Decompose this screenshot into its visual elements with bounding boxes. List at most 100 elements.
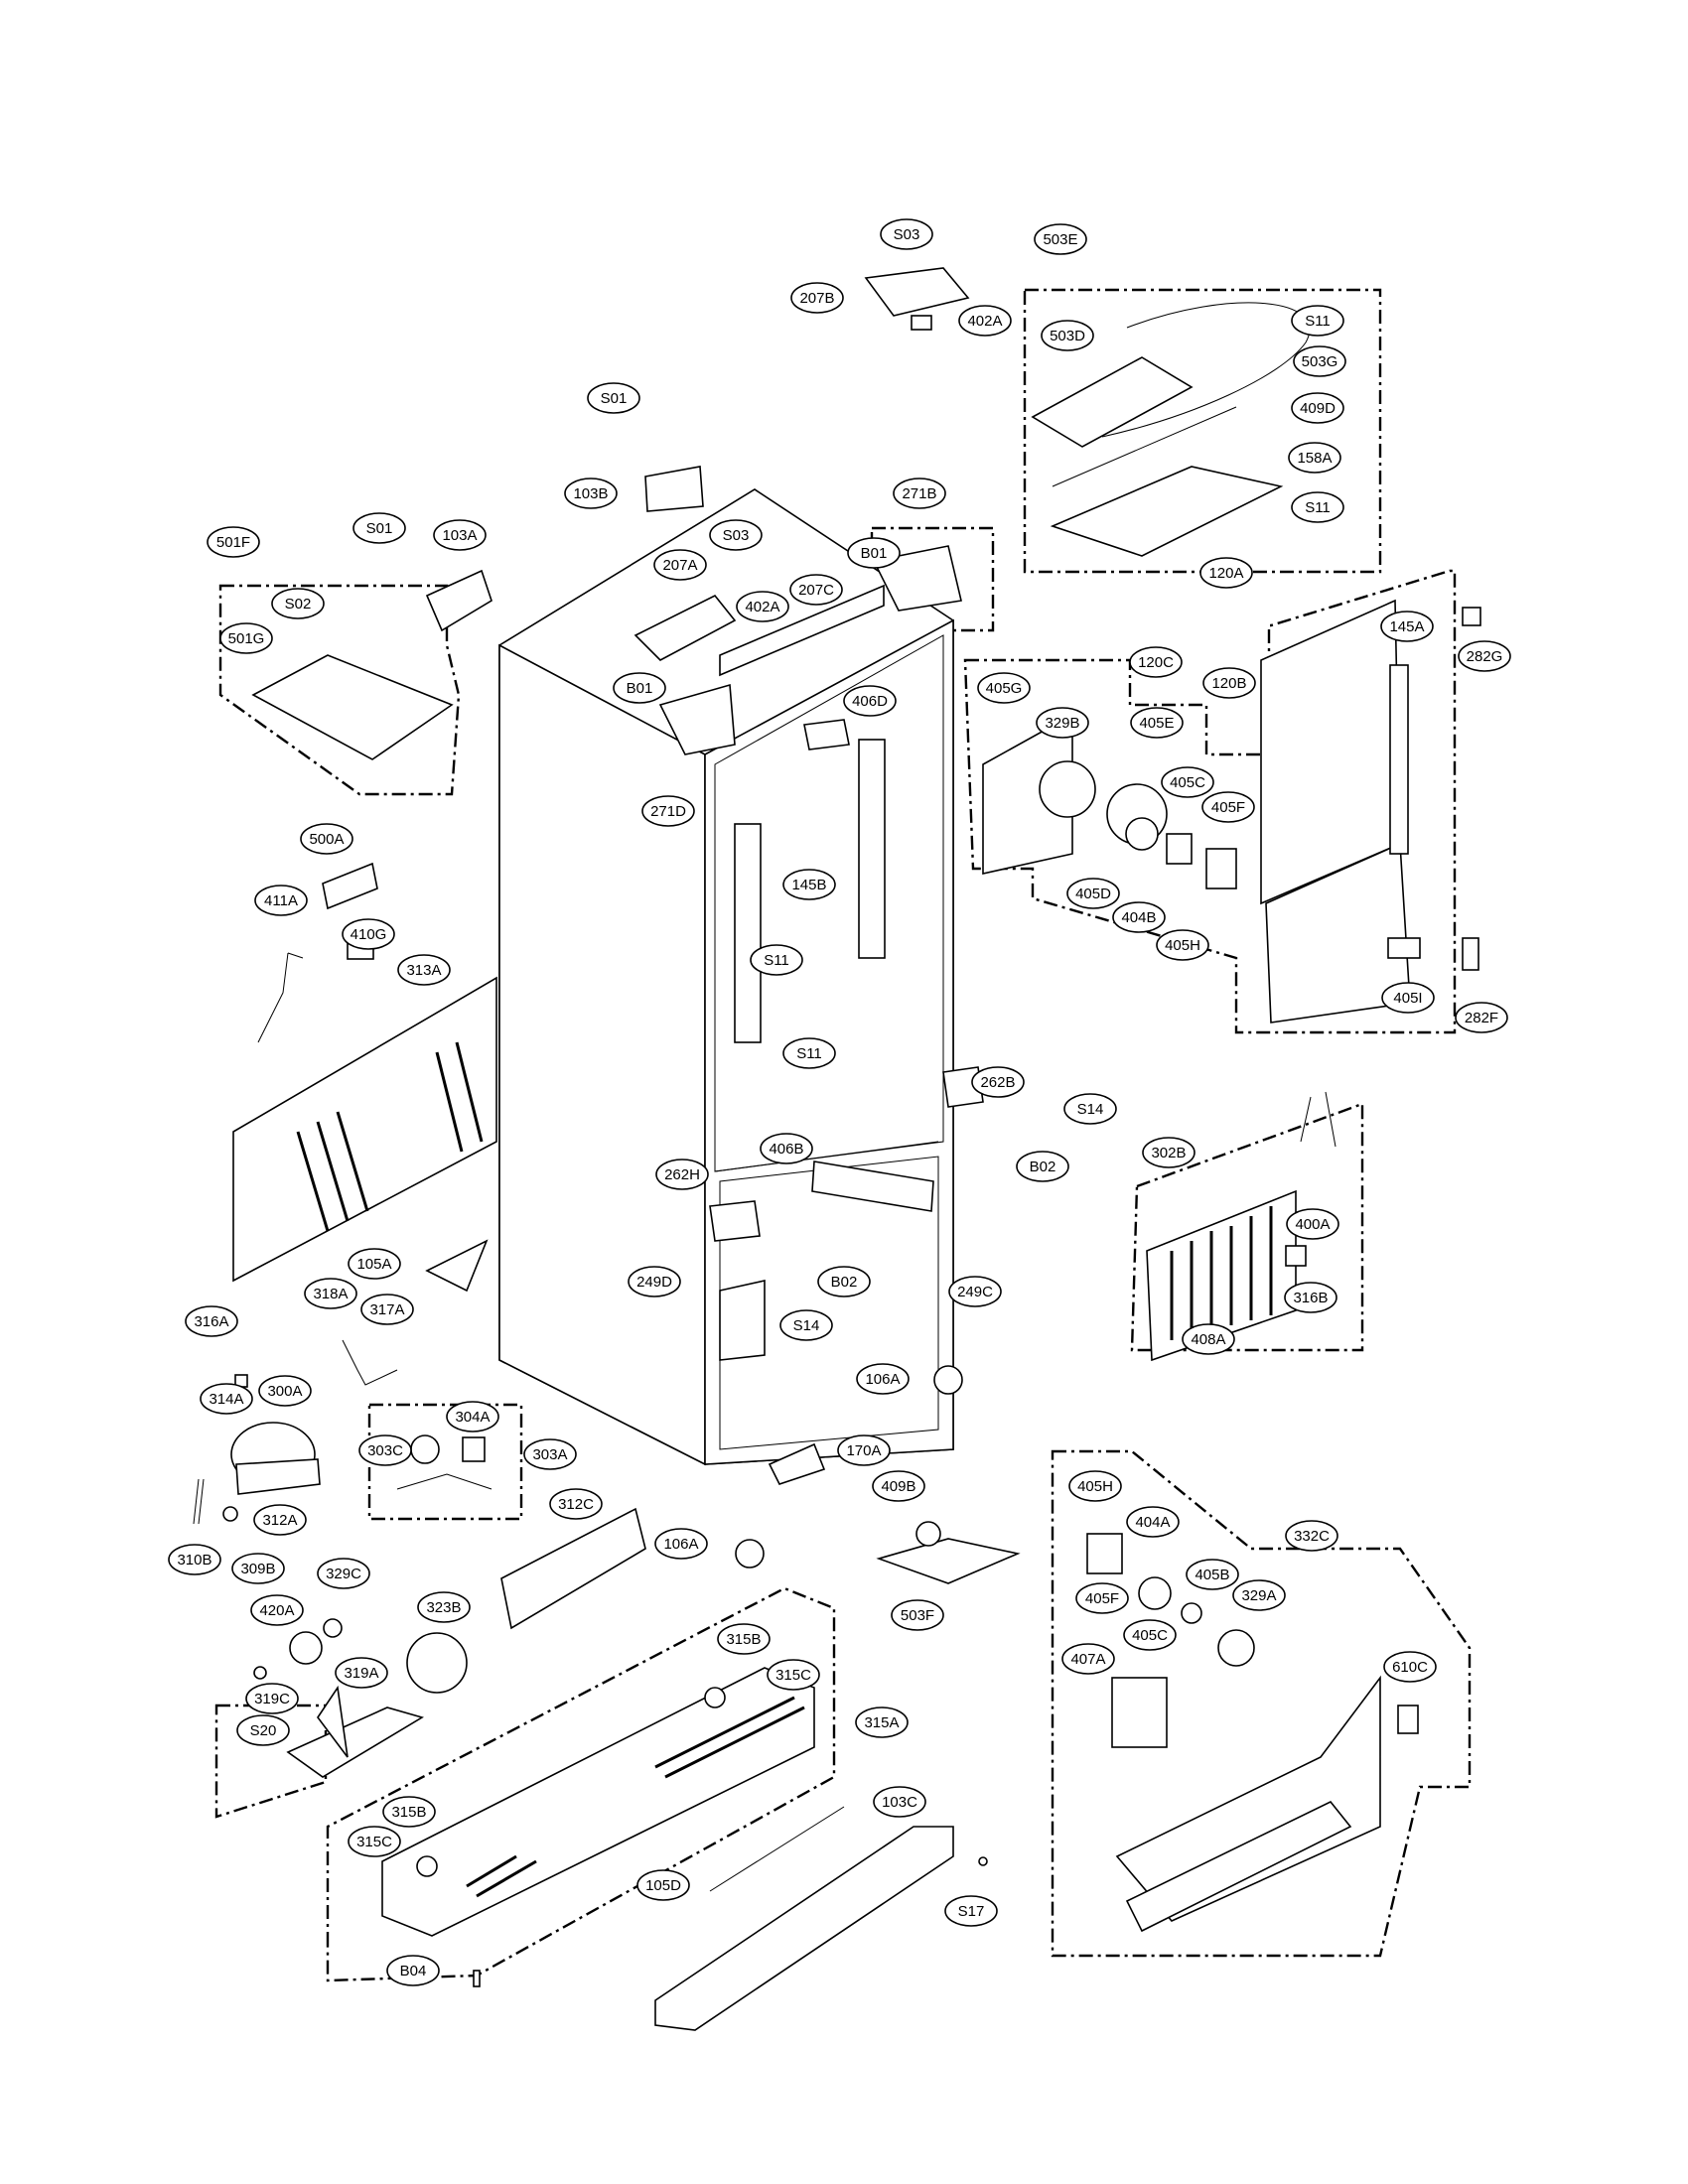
callout-label: 262H bbox=[664, 1166, 700, 1183]
callout-503e: 503E bbox=[1034, 223, 1087, 255]
callout-bubble bbox=[1036, 707, 1089, 739]
fan-cover-405h-b bbox=[1086, 1533, 1123, 1574]
callout-bubble bbox=[1284, 1282, 1337, 1313]
callout-label: 411A bbox=[264, 892, 298, 909]
callout-s11: S11 bbox=[782, 1037, 836, 1069]
callout-label: 207B bbox=[799, 290, 834, 307]
callout-bubble bbox=[1182, 1323, 1235, 1355]
callout-103b: 103B bbox=[564, 478, 618, 509]
callout-label: S11 bbox=[796, 1045, 822, 1062]
fan-405b bbox=[1181, 1602, 1202, 1624]
callout-bubble bbox=[856, 1363, 910, 1395]
callout-label: 315A bbox=[864, 1714, 899, 1731]
callout-bubble bbox=[847, 537, 901, 569]
callout-bubble bbox=[1068, 1470, 1122, 1502]
callout-bubble bbox=[1186, 1559, 1239, 1590]
callout-label: 120A bbox=[1208, 565, 1243, 582]
callout-bubble bbox=[1285, 1520, 1338, 1552]
callout-bubble bbox=[782, 1037, 836, 1069]
callout-label: 420A bbox=[259, 1602, 294, 1619]
callout-bubble bbox=[236, 1714, 290, 1746]
callout-label: 314A bbox=[209, 1391, 243, 1408]
callout-label: 329C bbox=[326, 1566, 361, 1582]
callout-label: 315C bbox=[775, 1667, 811, 1684]
callout-label: 410G bbox=[351, 926, 387, 943]
callout-bubble bbox=[767, 1659, 820, 1691]
callout-s03: S03 bbox=[880, 218, 933, 250]
callout-bubble bbox=[245, 1683, 299, 1714]
callout-bubble bbox=[641, 795, 695, 827]
callout-bubble bbox=[736, 591, 789, 622]
callout-label: 105D bbox=[645, 1877, 681, 1894]
callout-405i: 405I bbox=[1381, 982, 1435, 1014]
callout-282g: 282G bbox=[1458, 640, 1511, 672]
callout-label: B01 bbox=[627, 680, 653, 697]
callout-332c: 332C bbox=[1285, 1520, 1338, 1552]
callout-bubble bbox=[837, 1434, 891, 1466]
callout-bubble bbox=[1383, 1651, 1437, 1683]
callout-label: S01 bbox=[601, 390, 628, 407]
callout-402a: 402A bbox=[736, 591, 789, 622]
callout-405f: 405F bbox=[1075, 1582, 1129, 1614]
callout-314a: 314A bbox=[200, 1383, 253, 1415]
callout-bubble bbox=[254, 885, 308, 916]
clip-610c bbox=[1397, 1705, 1419, 1734]
grommet-309b bbox=[253, 1666, 267, 1680]
callout-label: 249C bbox=[957, 1284, 993, 1300]
shelf-rail-right bbox=[858, 739, 886, 959]
callout-label: 310B bbox=[177, 1552, 211, 1569]
hinge-bracket-207a bbox=[633, 594, 737, 661]
defrost-wire-400a bbox=[1300, 1091, 1336, 1148]
callout-207b: 207B bbox=[790, 282, 844, 314]
callout-bubble bbox=[358, 1434, 412, 1466]
callout-label: 302B bbox=[1151, 1145, 1186, 1161]
callout-106a: 106A bbox=[856, 1363, 910, 1395]
callout-bubble bbox=[654, 1528, 708, 1560]
shelf-rail-left bbox=[734, 823, 762, 1043]
callout-label: 402A bbox=[967, 313, 1002, 330]
callout-bubble bbox=[977, 672, 1031, 704]
rubber-315b-left bbox=[416, 1855, 438, 1877]
callout-503d: 503D bbox=[1041, 320, 1094, 351]
callout-406b: 406B bbox=[760, 1133, 813, 1164]
callout-315c: 315C bbox=[767, 1659, 820, 1691]
callout-b04: B04 bbox=[386, 1955, 440, 1986]
callout-s02: S02 bbox=[271, 588, 325, 619]
callout-bubble bbox=[790, 282, 844, 314]
callout-b02: B02 bbox=[817, 1266, 871, 1297]
leveling-leg-106a-a bbox=[933, 1365, 963, 1395]
callout-label: 300A bbox=[267, 1383, 302, 1400]
leveling-leg-106a-b bbox=[735, 1539, 765, 1569]
callout-404b: 404B bbox=[1112, 901, 1166, 933]
ice-maker-cover-assembly bbox=[864, 267, 1311, 557]
ice-maker-cover-group bbox=[1023, 288, 1382, 574]
callout-bubble bbox=[417, 1591, 471, 1623]
callout-label: B02 bbox=[831, 1274, 858, 1291]
callout-label: 170A bbox=[846, 1442, 881, 1459]
callout-bubble bbox=[1063, 1093, 1117, 1125]
callout-315a: 315A bbox=[855, 1706, 909, 1738]
callout-282f: 282F bbox=[1455, 1002, 1508, 1033]
top-hinge-right bbox=[872, 545, 962, 612]
compressor-base bbox=[235, 1458, 321, 1495]
callout-label: 319C bbox=[254, 1691, 290, 1707]
callout-500a: 500A bbox=[300, 823, 353, 855]
rear-cover-panel bbox=[232, 976, 497, 1283]
callout-label: 404B bbox=[1121, 909, 1156, 926]
callout-label: S17 bbox=[958, 1903, 985, 1920]
callout-label: 400A bbox=[1295, 1216, 1330, 1233]
grille-base bbox=[1125, 1801, 1352, 1933]
damper-bracket bbox=[803, 719, 850, 751]
bracket-319c bbox=[317, 1685, 349, 1758]
callout-bubble bbox=[219, 622, 273, 654]
callout-bubble bbox=[446, 1401, 499, 1433]
callout-s11: S11 bbox=[750, 944, 803, 976]
callout-label: 405I bbox=[1393, 990, 1422, 1007]
callout-bubble bbox=[300, 823, 353, 855]
callout-label: 249D bbox=[636, 1274, 672, 1291]
callout-bubble bbox=[872, 1470, 925, 1502]
callout-bubble bbox=[523, 1438, 577, 1470]
callout-bubble bbox=[628, 1266, 681, 1297]
